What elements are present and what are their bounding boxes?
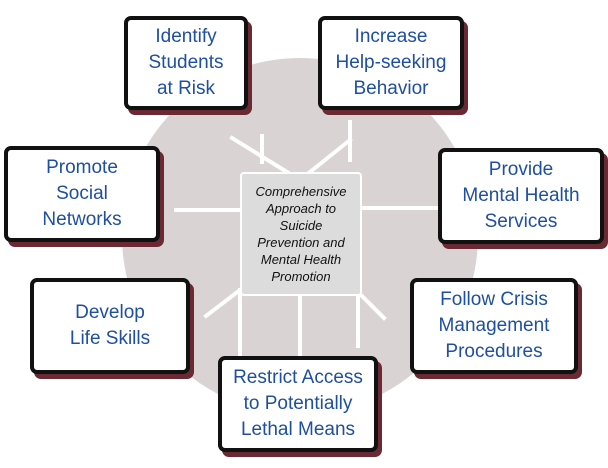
node-promote-social-networks: Promote Social Networks (4, 146, 160, 242)
node-identify-students: Identify Students at Risk (124, 16, 248, 110)
node-develop-life-skills: Develop Life Skills (30, 278, 190, 374)
node-provide-services-label: Provide Mental Health Services (462, 159, 580, 232)
node-increase-help-seeking: Increase Help-seeking Behavior (318, 16, 464, 110)
node-crisis-management: Follow Crisis Management Procedures (410, 278, 578, 374)
spoke-crisis (359, 293, 387, 321)
node-develop-life-skills-label: Develop Life Skills (69, 302, 151, 349)
node-promote-social-networks-label: Promote Social Networks (42, 157, 122, 230)
center-box: Comprehensive Approach to Suicide Preven… (240, 172, 362, 296)
spoke-develop (203, 287, 243, 319)
node-increase-help-seeking-label: Increase Help-seeking Behavior (335, 26, 447, 99)
node-crisis-management-label: Follow Crisis Management Procedures (438, 289, 550, 362)
node-identify-students-label: Identify Students at Risk (148, 26, 224, 99)
node-restrict-access: Restrict Access to Potentially Lethal Me… (218, 356, 378, 452)
node-restrict-access-label: Restrict Access to Potentially Lethal Me… (233, 367, 363, 440)
node-provide-services: Provide Mental Health Services (438, 148, 604, 244)
center-label: Comprehensive Approach to Suicide Preven… (255, 184, 347, 284)
